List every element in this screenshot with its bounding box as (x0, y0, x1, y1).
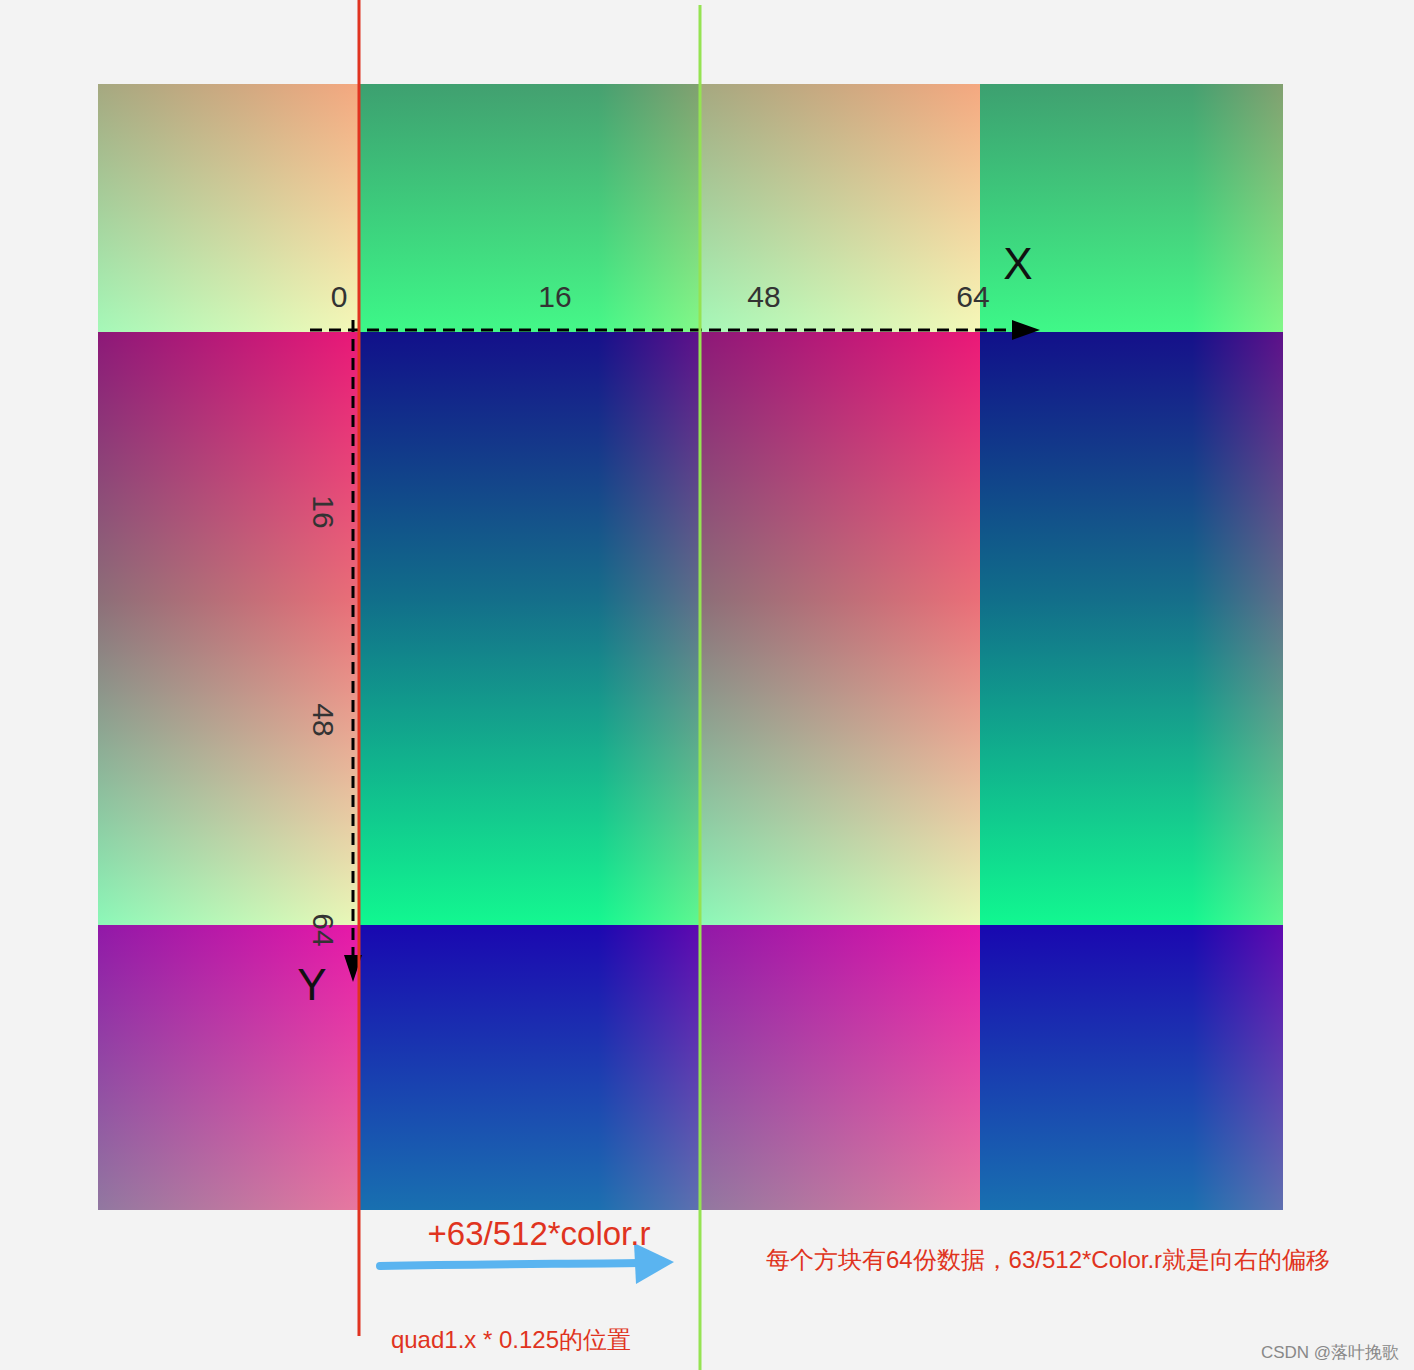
note-text: 每个方块有64份数据，63/512*Color.r就是向右的偏移 (766, 1248, 1330, 1272)
green-marker-line (699, 5, 702, 1370)
watermark: CSDN @落叶挽歌 (1261, 1344, 1399, 1361)
axis-tick: 16 (538, 282, 571, 312)
y-axis (352, 320, 355, 960)
lut-tile (98, 84, 360, 332)
lut-tile (360, 925, 700, 1210)
red-marker-line (358, 0, 361, 1336)
offset-arrow (380, 1263, 640, 1266)
note-text: quad1.x * 0.125的位置 (391, 1328, 631, 1352)
axis-tick: 64 (956, 282, 989, 312)
lut-tile (980, 925, 1283, 1210)
lut-tile (700, 925, 980, 1210)
axis-tick: 48 (747, 282, 780, 312)
lut-tile (360, 332, 700, 925)
x-arrowhead (1012, 320, 1040, 340)
offset-formula: +63/512*color.r (428, 1217, 651, 1250)
lut-tile (700, 84, 980, 332)
lut-tile (980, 332, 1283, 925)
lut-tile (360, 84, 700, 332)
x-axis (310, 329, 1020, 332)
axis-tick: 16 (308, 495, 338, 528)
axis-tick: 48 (308, 703, 338, 736)
lut-tile (700, 332, 980, 925)
axis-tick: 0 (331, 282, 348, 312)
axis-name: X (1003, 242, 1032, 286)
lut-tile (98, 332, 360, 925)
axis-tick: 64 (308, 913, 338, 946)
axis-name: Y (297, 963, 326, 1007)
lut-tile (980, 84, 1283, 332)
